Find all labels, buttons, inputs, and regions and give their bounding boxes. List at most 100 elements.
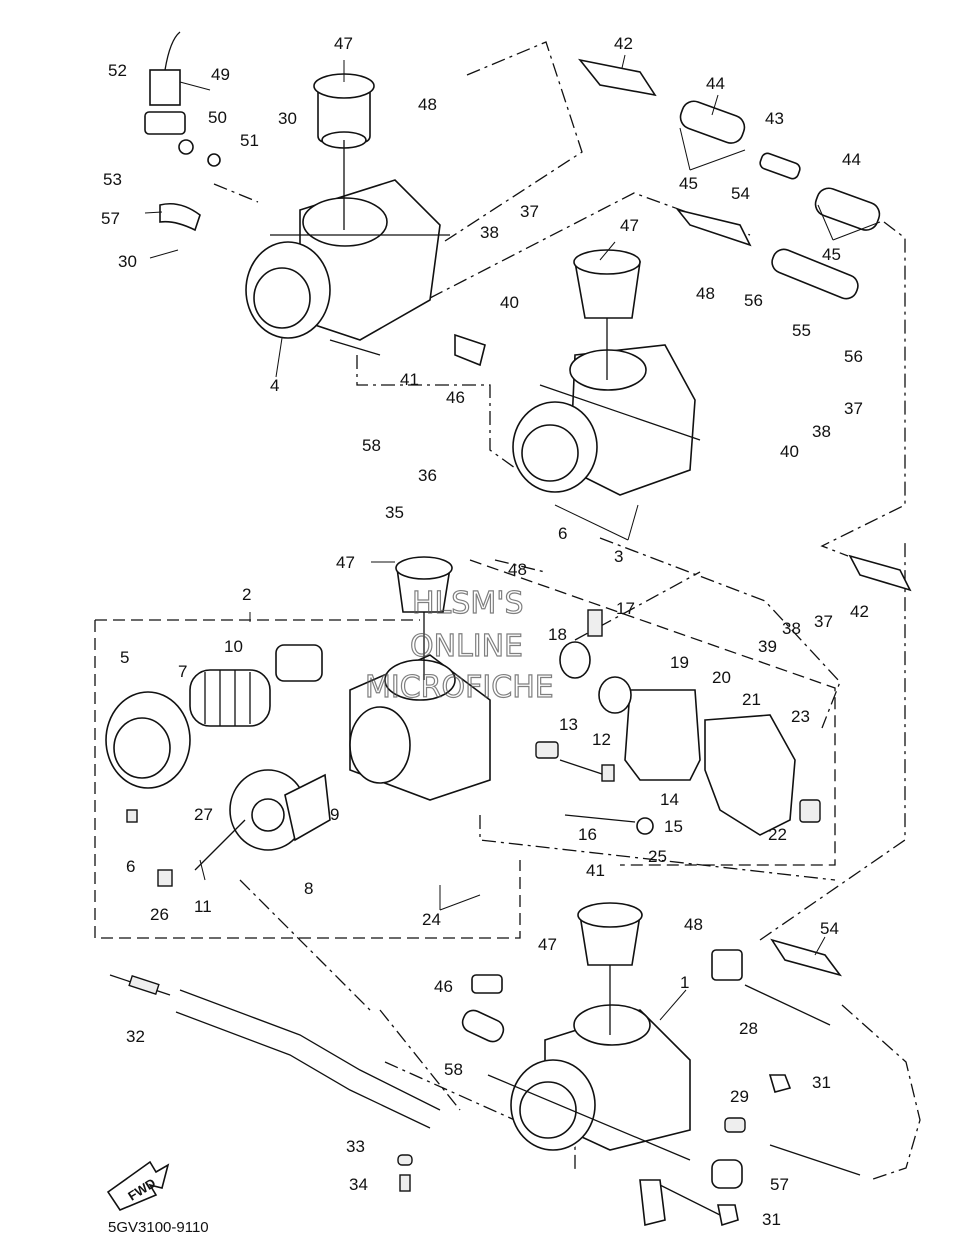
callout-14: 14: [660, 790, 679, 809]
callout-40-top: 40: [500, 293, 519, 312]
callout-57-top: 57: [101, 209, 120, 228]
callout-38-top: 38: [480, 223, 499, 242]
callout-4: 4: [270, 376, 279, 395]
callout-24: 24: [422, 910, 441, 929]
diagram-code: 5GV3100-9110: [108, 1219, 209, 1236]
callout-37-middle: 37: [844, 399, 863, 418]
callout-42-right: 42: [850, 602, 869, 621]
callout-50: 50: [208, 108, 227, 127]
callout-52: 52: [108, 61, 127, 80]
callout-44-top: 44: [706, 74, 725, 93]
throttle-linkage: [109, 949, 861, 1227]
forward-direction-arrow: FWD: [106, 1160, 170, 1211]
callout-30-top: 30: [278, 109, 297, 128]
callout-58-bottom: 58: [444, 1060, 463, 1079]
callout-54-top: 54: [731, 184, 750, 203]
callout-37-top: 37: [520, 202, 539, 221]
callout-21: 21: [742, 690, 761, 709]
callout-3: 3: [614, 547, 623, 566]
callout-48-middle: 48: [696, 284, 715, 303]
callout-51: 51: [240, 131, 259, 150]
callout-38-right: 38: [782, 619, 801, 638]
watermark: HLSM'S ONLINE MICROFICHE: [364, 585, 554, 705]
callout-44-right: 44: [842, 150, 861, 169]
callout-6-left: 6: [126, 857, 135, 876]
callout-23: 23: [791, 707, 810, 726]
callout-40-middle: 40: [780, 442, 799, 461]
callout-1: 1: [680, 973, 689, 992]
carburetor-bottom: [487, 902, 691, 1161]
callout-48-top: 48: [418, 95, 437, 114]
callout-39: 39: [758, 637, 777, 656]
callout-48-center: 48: [508, 560, 527, 579]
callout-46-bottom: 46: [434, 977, 453, 996]
callout-5: 5: [120, 648, 129, 667]
callout-55: 55: [792, 321, 811, 340]
callout-38-middle: 38: [812, 422, 831, 441]
callout-28: 28: [739, 1019, 758, 1038]
leader-lines: [144, 54, 881, 1021]
callout-15: 15: [664, 817, 683, 836]
callout-47-middle: 47: [620, 216, 639, 235]
callout-56-top: 56: [744, 291, 763, 310]
carburetor-top-left: [245, 73, 450, 356]
callout-42-top: 42: [614, 34, 633, 53]
callout-45-right: 45: [822, 245, 841, 264]
carburetor-center: [349, 556, 491, 801]
callout-34: 34: [349, 1175, 368, 1194]
callout-29: 29: [730, 1087, 749, 1106]
callout-18: 18: [548, 625, 567, 644]
callout-7: 7: [178, 662, 187, 681]
callout-37-right: 37: [814, 612, 833, 631]
callout-43: 43: [765, 109, 784, 128]
callout-25: 25: [648, 847, 667, 866]
callout-31-top: 31: [812, 1073, 831, 1092]
callout-12: 12: [592, 730, 611, 749]
callout-49: 49: [211, 65, 230, 84]
callout-56-right: 56: [844, 347, 863, 366]
callout-48-bottom: 48: [684, 915, 703, 934]
callout-32: 32: [126, 1027, 145, 1046]
callout-8: 8: [304, 879, 313, 898]
hoses-and-joints: [144, 31, 912, 977]
callout-17: 17: [616, 599, 635, 618]
callout-33: 33: [346, 1137, 365, 1156]
callout-54-bottom: 54: [820, 919, 839, 938]
callout-57-bottom: 57: [770, 1175, 789, 1194]
callout-41-center: 41: [586, 861, 605, 880]
callout-58-top: 58: [362, 436, 381, 455]
callout-26: 26: [150, 905, 169, 924]
callout-22: 22: [768, 825, 787, 844]
float-bowl-parts: [535, 609, 821, 836]
carburetor-middle: [512, 249, 701, 496]
callout-2: 2: [242, 585, 251, 604]
watermark-line-2: ONLINE: [410, 629, 523, 664]
watermark-line-3: MICROFICHE: [365, 670, 554, 705]
callout-9: 9: [330, 805, 339, 824]
callout-47-top: 47: [334, 34, 353, 53]
callout-47-bottom: 47: [538, 935, 557, 954]
assembly-lines: [213, 41, 921, 1181]
callout-6-middle: 6: [558, 524, 567, 543]
callout-16: 16: [578, 825, 597, 844]
callout-20: 20: [712, 668, 731, 687]
callout-10: 10: [224, 637, 243, 656]
diaphragm-cover-parts: [105, 644, 331, 887]
callout-31-bottom: 31: [762, 1210, 781, 1229]
callout-30-left: 30: [118, 252, 137, 271]
callout-53: 53: [103, 170, 122, 189]
callout-41-top: 41: [400, 370, 419, 389]
watermark-line-1: HLSM'S: [412, 586, 524, 621]
callout-labels: 52 49 50 51 53 57 30 30 47 48 42 44 43 4…: [101, 34, 869, 1229]
callout-46-top: 46: [446, 388, 465, 407]
callout-27: 27: [194, 805, 213, 824]
subassembly-box: [94, 559, 836, 939]
callout-13: 13: [559, 715, 578, 734]
callout-36: 36: [418, 466, 437, 485]
callout-47-center: 47: [336, 553, 355, 572]
callout-45-top: 45: [679, 174, 698, 193]
callout-11: 11: [194, 897, 212, 916]
callout-35: 35: [385, 503, 404, 522]
callout-19: 19: [670, 653, 689, 672]
